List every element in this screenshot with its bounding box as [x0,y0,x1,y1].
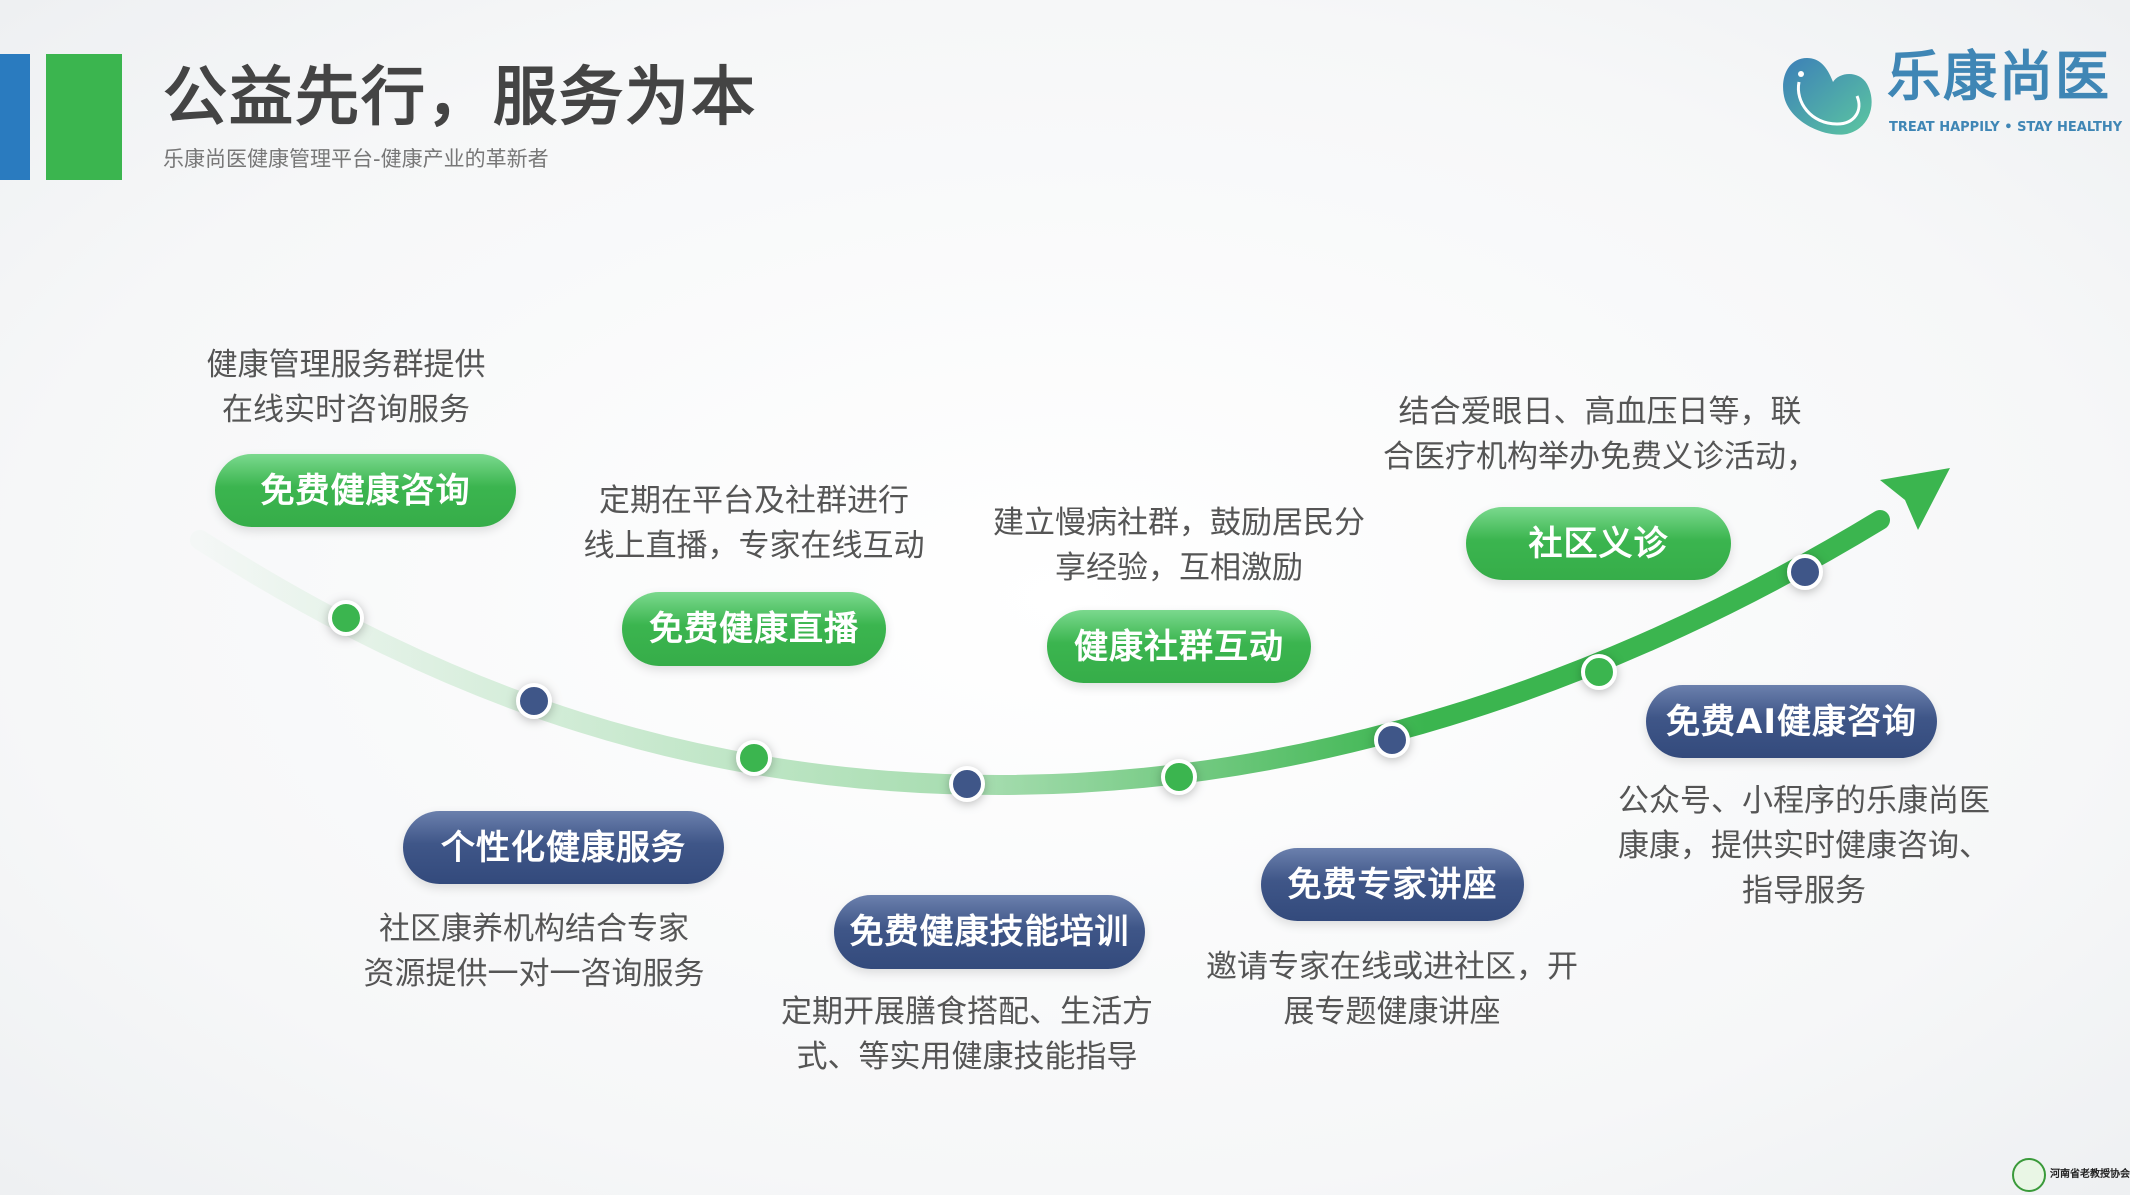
milestone-pill: 免费健康直播 [622,592,886,666]
milestone-dot [328,600,364,636]
association-name: 河南省老教授协会 [2050,1169,2130,1180]
milestone-dot [736,740,772,776]
milestone-pill: 免费健康技能培训 [834,895,1145,969]
description-line: 公众号、小程序的乐康尚医 [1618,783,1990,819]
milestone-dot [1787,554,1823,590]
milestone-pill: 免费AI健康咨询 [1646,685,1937,758]
arrow-head-icon [1880,468,1950,530]
milestone-pill: 个性化健康服务 [403,811,724,884]
description-line: 邀请专家在线或进社区，开 [1206,949,1578,985]
description-line: 指导服务 [1742,873,1866,909]
description-line: 定期在平台及社群进行 [599,483,909,519]
page-title: 公益先行，服务为本 [163,61,757,135]
footer-association-logo: 河南省老教授协会 [2012,1158,2130,1192]
milestone-description: 公众号、小程序的乐康尚医康康，提供实时健康咨询、指导服务 [1618,779,1990,914]
milestone-dot [949,766,985,802]
description-line: 享经验，互相激励 [1055,550,1303,586]
milestone-dot [1374,722,1410,758]
milestone-description: 社区康养机构结合专家资源提供一对一咨询服务 [364,907,705,997]
association-seal-icon [2012,1158,2046,1192]
milestone-description: 邀请专家在线或进社区，开展专题健康讲座 [1206,945,1578,1035]
description-line: 合医疗机构举办免费义诊活动， [1383,439,1817,475]
logo-name: 乐康尚医 [1887,45,2111,108]
milestone-description: 结合爱眼日、高血压日等，联合医疗机构举办免费义诊活动， [1383,390,1817,480]
description-line: 健康管理服务群提供 [206,347,486,383]
page-subtitle: 乐康尚医健康管理平台-健康产业的革新者 [163,147,549,171]
milestone-dot [1161,759,1197,795]
accent-bar-green [46,54,122,180]
milestone-description: 健康管理服务群提供在线实时咨询服务 [207,343,486,433]
logo-slogan: TREAT HAPPILY • STAY HEALTHY [1889,120,2123,135]
milestone-pill: 免费专家讲座 [1261,848,1524,921]
milestone-pill: 健康社群互动 [1047,610,1311,683]
milestone-pill: 免费健康咨询 [215,454,516,527]
milestone-description: 定期在平台及社群进行线上直播，专家在线互动 [584,479,925,569]
heart-bird-icon [1783,58,1872,135]
milestone-dot [516,683,552,719]
milestone-description: 定期开展膳食搭配、生活方式、等实用健康技能指导 [781,990,1153,1080]
milestone-pill: 社区义诊 [1466,507,1731,580]
description-line: 式、等实用健康技能指导 [796,1039,1138,1075]
description-line: 资源提供一对一咨询服务 [363,956,705,992]
description-line: 建立慢病社群，鼓励居民分 [993,505,1365,541]
description-line: 在线实时咨询服务 [222,392,470,428]
description-line: 结合爱眼日、高血压日等，联 [1398,394,1802,430]
description-line: 展专题健康讲座 [1283,994,1501,1030]
description-line: 社区康养机构结合专家 [379,911,689,947]
brand-logo: 乐康尚医 TREAT HAPPILY • STAY HEALTHY [1777,45,2122,146]
description-line: 定期开展膳食搭配、生活方 [781,994,1153,1030]
description-line: 康康，提供实时健康咨询、 [1618,828,1990,864]
accent-bar-blue [0,54,30,180]
milestone-description: 建立慢病社群，鼓励居民分享经验，互相激励 [993,501,1365,591]
description-line: 线上直播，专家在线互动 [583,528,925,564]
milestone-dot [1581,654,1617,690]
